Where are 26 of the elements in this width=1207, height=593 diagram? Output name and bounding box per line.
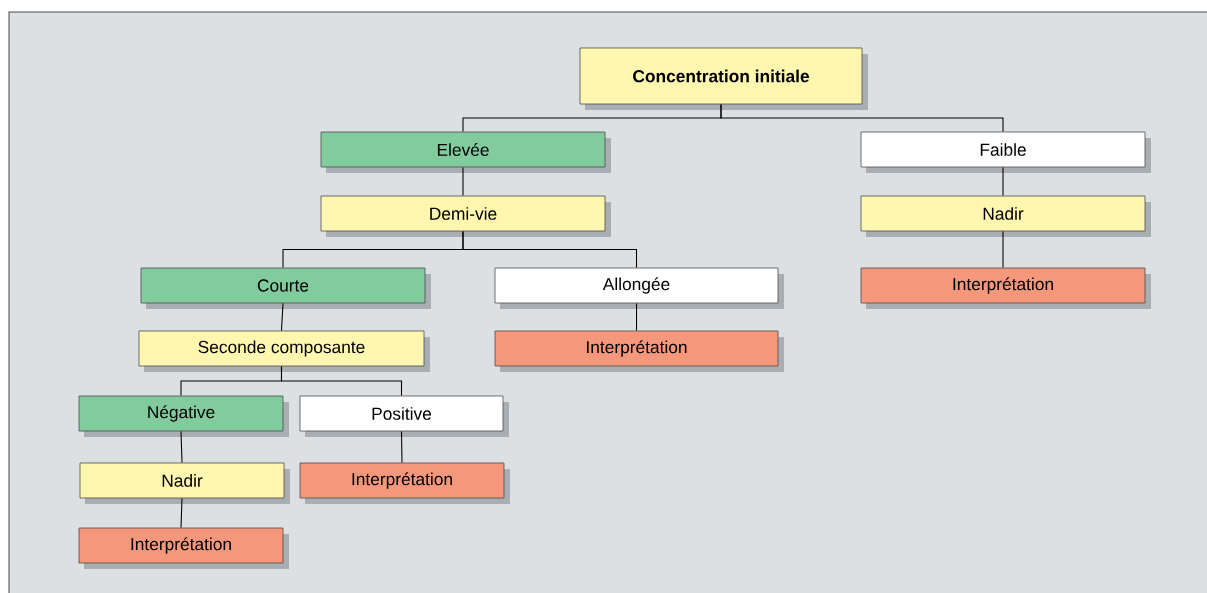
- category-box: Interprétation: [494, 330, 784, 372]
- category-box: Nadir: [860, 195, 1151, 237]
- category-box: Nadir: [79, 462, 290, 504]
- category-box: Faible: [860, 131, 1151, 173]
- category-box: Demi-vie: [320, 195, 611, 237]
- category-box: Négative: [78, 395, 289, 437]
- category-box: Allongée: [494, 267, 784, 309]
- category-box: Elevée: [320, 131, 611, 173]
- connector-line: [635, 302, 638, 332]
- connector-line: [462, 230, 638, 269]
- connector-line: [280, 365, 403, 397]
- connector-line: [280, 302, 284, 332]
- category-box: Interprétation: [78, 527, 289, 569]
- connector-line: [462, 166, 464, 197]
- connector-line: [400, 430, 403, 464]
- category-box: Concentration initiale: [579, 47, 868, 110]
- connector-line: [180, 497, 183, 529]
- category-box: Interprétation: [860, 267, 1151, 309]
- category-box: Positive: [299, 395, 509, 437]
- connector-line: [1002, 166, 1004, 197]
- connector-line: [1002, 230, 1004, 269]
- category-box: Courte: [140, 267, 431, 309]
- connector-line: [180, 430, 183, 464]
- category-box: Interprétation: [299, 462, 510, 504]
- connector-line: [720, 103, 1004, 133]
- category-box: Seconde composante: [138, 330, 430, 372]
